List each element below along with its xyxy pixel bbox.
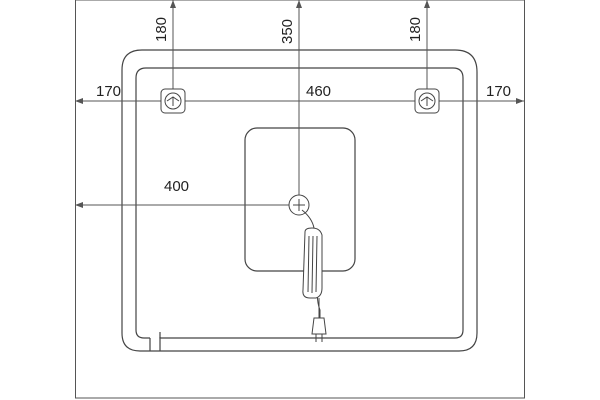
dim-right-hook-from-top: 180 xyxy=(407,17,424,42)
back-panel xyxy=(244,127,356,272)
power-outlet-icon xyxy=(288,194,310,216)
arrow-outlet-left-end xyxy=(75,202,83,208)
power-plug-icon xyxy=(311,317,327,342)
wall-hook-icon xyxy=(160,88,186,114)
cable-coil-lines xyxy=(307,235,318,294)
dim-outlet-from-left: 400 xyxy=(164,178,189,195)
dim-hook-spacing: 460 xyxy=(306,83,331,100)
arrow-hooks-left-end xyxy=(75,98,83,104)
dim-left-hook-from-top: 180 xyxy=(153,17,170,42)
arrow-left-hook-top xyxy=(170,0,176,8)
wall-frame xyxy=(75,0,525,399)
dim-outlet-from-top: 350 xyxy=(279,19,296,44)
arrow-right-hook-top xyxy=(424,0,430,8)
dim-right-margin: 170 xyxy=(486,83,511,100)
wall-hook-icon xyxy=(414,88,440,114)
arrow-outlet-top xyxy=(296,0,302,8)
mirror-inner-edge xyxy=(135,67,464,339)
dim-left-margin: 170 xyxy=(96,83,121,100)
arrow-hooks-right-end xyxy=(516,98,524,104)
